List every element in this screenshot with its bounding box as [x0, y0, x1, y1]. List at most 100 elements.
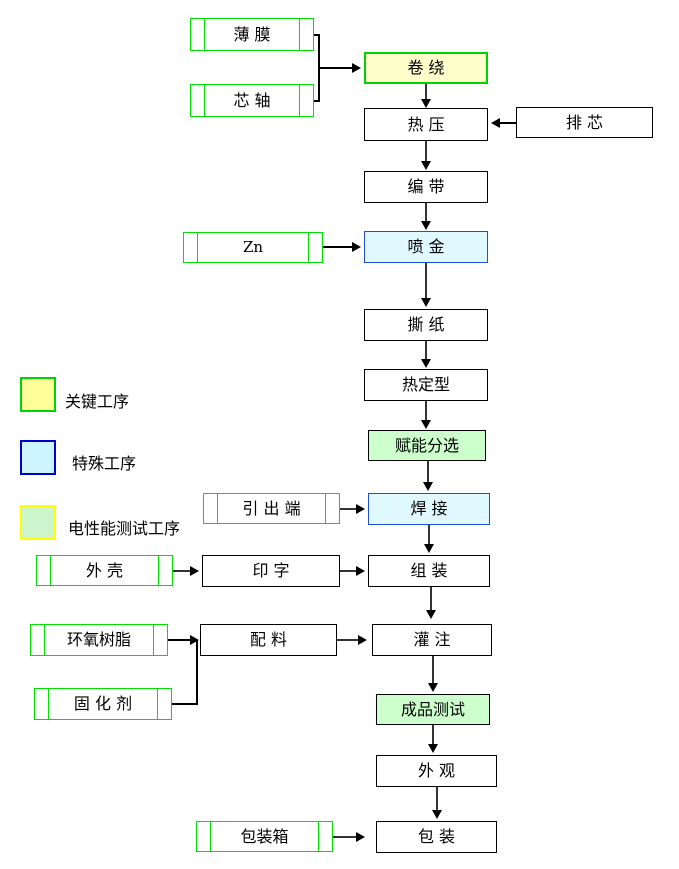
process-node-coreunload[interactable]: 排 芯 [516, 107, 653, 138]
material-rule-right [299, 85, 300, 116]
connector-mandrel-to-bracket [314, 100, 320, 102]
material-rule-right [158, 556, 159, 585]
material-rule-left [217, 494, 218, 523]
connector-mixing-to-potting [337, 639, 359, 641]
material-node-shell[interactable]: 外 壳 [36, 555, 173, 586]
process-label-mixing: 配 料 [249, 630, 288, 649]
arrow-into-tearpaper [421, 298, 431, 307]
process-node-energize[interactable]: 赋能分选 [368, 430, 486, 461]
process-label-winding: 卷 绕 [407, 58, 445, 77]
process-label-energize: 赋能分选 [394, 435, 459, 455]
arrow-into-finaltest [428, 683, 438, 692]
material-node-carton[interactable]: 包装箱 [196, 821, 333, 852]
legend-swatch-special-process [20, 440, 56, 475]
arrow-into-packing-left [356, 832, 365, 842]
material-label-mandrel: 芯 轴 [233, 90, 271, 110]
arrow-into-assembly-left [356, 566, 365, 576]
process-label-hotpress: 热 压 [407, 114, 445, 134]
process-label-finaltest: 成品测试 [400, 699, 465, 719]
connector-energize-to-welding [427, 461, 429, 483]
connector-hardener-branch-h [172, 703, 198, 705]
legend-swatch-test-process [20, 505, 56, 540]
process-label-appearance: 外 观 [417, 761, 456, 780]
legend-label-test-process: 电性能测试工序 [68, 519, 181, 538]
material-rule-left [210, 822, 211, 851]
process-node-potting[interactable]: 灌 注 [372, 624, 492, 656]
arrow-into-potting [426, 610, 436, 619]
arrow-into-spray-left [352, 242, 361, 252]
material-rule-right [299, 19, 300, 50]
process-node-printing[interactable]: 印 字 [202, 555, 340, 587]
connector-hotpress-to-taping [425, 141, 427, 162]
arrow-into-potting-left [358, 635, 367, 645]
process-label-tearpaper: 撕 纸 [407, 315, 445, 334]
material-rule-right [308, 233, 309, 262]
connector-shell-to-printing [173, 570, 191, 572]
material-node-zinc[interactable]: Zn [183, 232, 323, 263]
connector-appearance-to-packing [436, 787, 438, 811]
connector-spray-to-tearpaper [425, 263, 427, 299]
process-node-winding[interactable]: 卷 绕 [364, 52, 488, 84]
connector-potting-to-finaltest [432, 656, 434, 684]
connector-bracket-to-winding [318, 67, 352, 69]
material-rule-left [204, 85, 205, 116]
arrow-into-taping [421, 161, 431, 170]
connector-finaltest-to-appearance [432, 725, 434, 745]
connector-epoxy-to-mixing [168, 639, 192, 641]
process-node-spray[interactable]: 喷 金 [364, 231, 488, 263]
material-label-carton: 包装箱 [240, 826, 289, 846]
arrow-into-packing [432, 810, 442, 819]
arrow-into-mixing [190, 635, 199, 645]
process-label-spray: 喷 金 [407, 237, 445, 256]
material-rule-left [44, 625, 45, 655]
material-label-hardener: 固 化 剂 [73, 694, 133, 713]
connector-assembly-to-potting [430, 587, 432, 611]
connector-film-to-bracket [314, 34, 320, 36]
material-node-lead[interactable]: 引 出 端 [203, 493, 340, 524]
material-rule-right [157, 689, 158, 719]
legend-label-special-process: 特殊工序 [72, 454, 137, 473]
process-node-welding[interactable]: 焊 接 [368, 493, 490, 525]
connector-hardener-branch-v [196, 640, 198, 704]
process-node-mixing[interactable]: 配 料 [200, 624, 337, 656]
process-node-taping[interactable]: 编 带 [364, 171, 488, 203]
legend-label-key-process: 关键工序 [65, 392, 130, 411]
material-node-film[interactable]: 薄 膜 [190, 18, 314, 51]
process-label-coreunload: 排 芯 [565, 112, 604, 132]
process-node-assembly[interactable]: 组 装 [368, 555, 490, 587]
material-rule-left [50, 556, 51, 585]
material-label-film: 薄 膜 [233, 24, 271, 44]
process-node-finaltest[interactable]: 成品测试 [376, 694, 490, 725]
connector-welding-to-assembly [428, 525, 430, 545]
arrow-into-hotpress-left [491, 118, 500, 128]
process-node-heatset[interactable]: 热定型 [364, 369, 488, 401]
process-node-hotpress[interactable]: 热 压 [364, 108, 488, 141]
connector-tearpaper-to-heatset [425, 341, 427, 360]
material-label-shell: 外 壳 [85, 560, 124, 580]
process-node-appearance[interactable]: 外 观 [376, 755, 497, 787]
material-node-mandrel[interactable]: 芯 轴 [190, 84, 314, 117]
material-rule-left [204, 19, 205, 50]
material-label-epoxy: 环氧树脂 [66, 630, 131, 649]
process-label-printing: 印 字 [252, 561, 290, 580]
process-label-welding: 焊 接 [410, 499, 448, 518]
process-node-packing[interactable]: 包 装 [376, 821, 497, 853]
process-node-tearpaper[interactable]: 撕 纸 [364, 309, 488, 341]
material-rule-right [318, 822, 319, 851]
connector-zinc-to-spray [323, 246, 353, 248]
process-label-heatset: 热定型 [401, 375, 450, 394]
arrow-into-heatset [421, 359, 431, 368]
arrow-into-spray [421, 221, 431, 230]
material-rule-right [153, 625, 154, 655]
material-label-lead: 引 出 端 [242, 498, 301, 518]
arrow-into-welding-left [356, 504, 365, 514]
material-rule-right [325, 494, 326, 523]
process-label-packing: 包 装 [417, 827, 456, 846]
material-label-zinc: Zn [242, 238, 264, 256]
material-node-epoxy[interactable]: 环氧树脂 [30, 624, 168, 656]
material-node-hardener[interactable]: 固 化 剂 [34, 688, 172, 720]
connector-winding-to-hotpress [425, 84, 427, 100]
process-label-taping: 编 带 [407, 177, 445, 196]
arrow-into-printing [190, 566, 199, 576]
